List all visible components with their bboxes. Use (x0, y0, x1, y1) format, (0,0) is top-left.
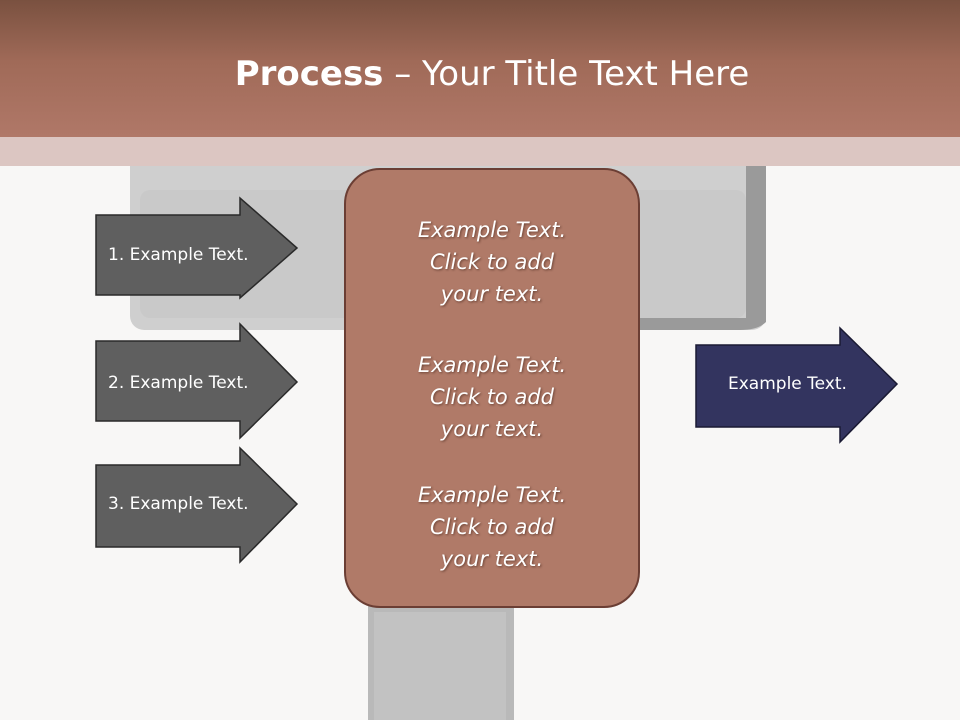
center-line: Click to add (429, 250, 554, 274)
center-line: your text. (440, 282, 544, 306)
center-text-block-2: Example Text. Click to add your text. (346, 349, 638, 445)
center-line: Click to add (429, 385, 554, 409)
center-line: your text. (440, 547, 544, 571)
center-line: Example Text. (417, 218, 567, 242)
step-arrow-label: 2. Example Text. (108, 373, 249, 393)
center-text-block-3: Example Text. Click to add your text. (346, 479, 638, 575)
step-arrow-label: 3. Example Text. (108, 494, 249, 514)
result-arrow-label: Example Text. (728, 374, 847, 394)
center-line: your text. (440, 417, 544, 441)
center-text-block-1: Example Text. Click to add your text. (346, 214, 638, 310)
right-arrow-icon (95, 322, 299, 440)
step-arrow-1[interactable]: 1. Example Text. (94, 196, 300, 302)
center-line: Click to add (429, 515, 554, 539)
title-band (0, 137, 960, 166)
center-content-box[interactable]: Example Text. Click to add your text. Ex… (344, 168, 640, 608)
step-arrow-3[interactable]: 3. Example Text. (94, 446, 300, 564)
slide-title: Process – Your Title Text Here (0, 52, 960, 96)
title-rest: – Your Title Text Here (383, 54, 750, 94)
right-arrow-icon (95, 196, 299, 300)
step-arrow-2[interactable]: 2. Example Text. (94, 322, 300, 440)
result-arrow[interactable]: Example Text. (694, 326, 900, 444)
right-arrow-icon (95, 446, 299, 564)
center-line: Example Text. (417, 483, 567, 507)
title-bold: Process (234, 54, 384, 94)
center-line: Example Text. (417, 353, 567, 377)
right-arrow-icon (695, 326, 899, 444)
title-bar (0, 0, 960, 137)
step-arrow-label: 1. Example Text. (108, 245, 249, 265)
